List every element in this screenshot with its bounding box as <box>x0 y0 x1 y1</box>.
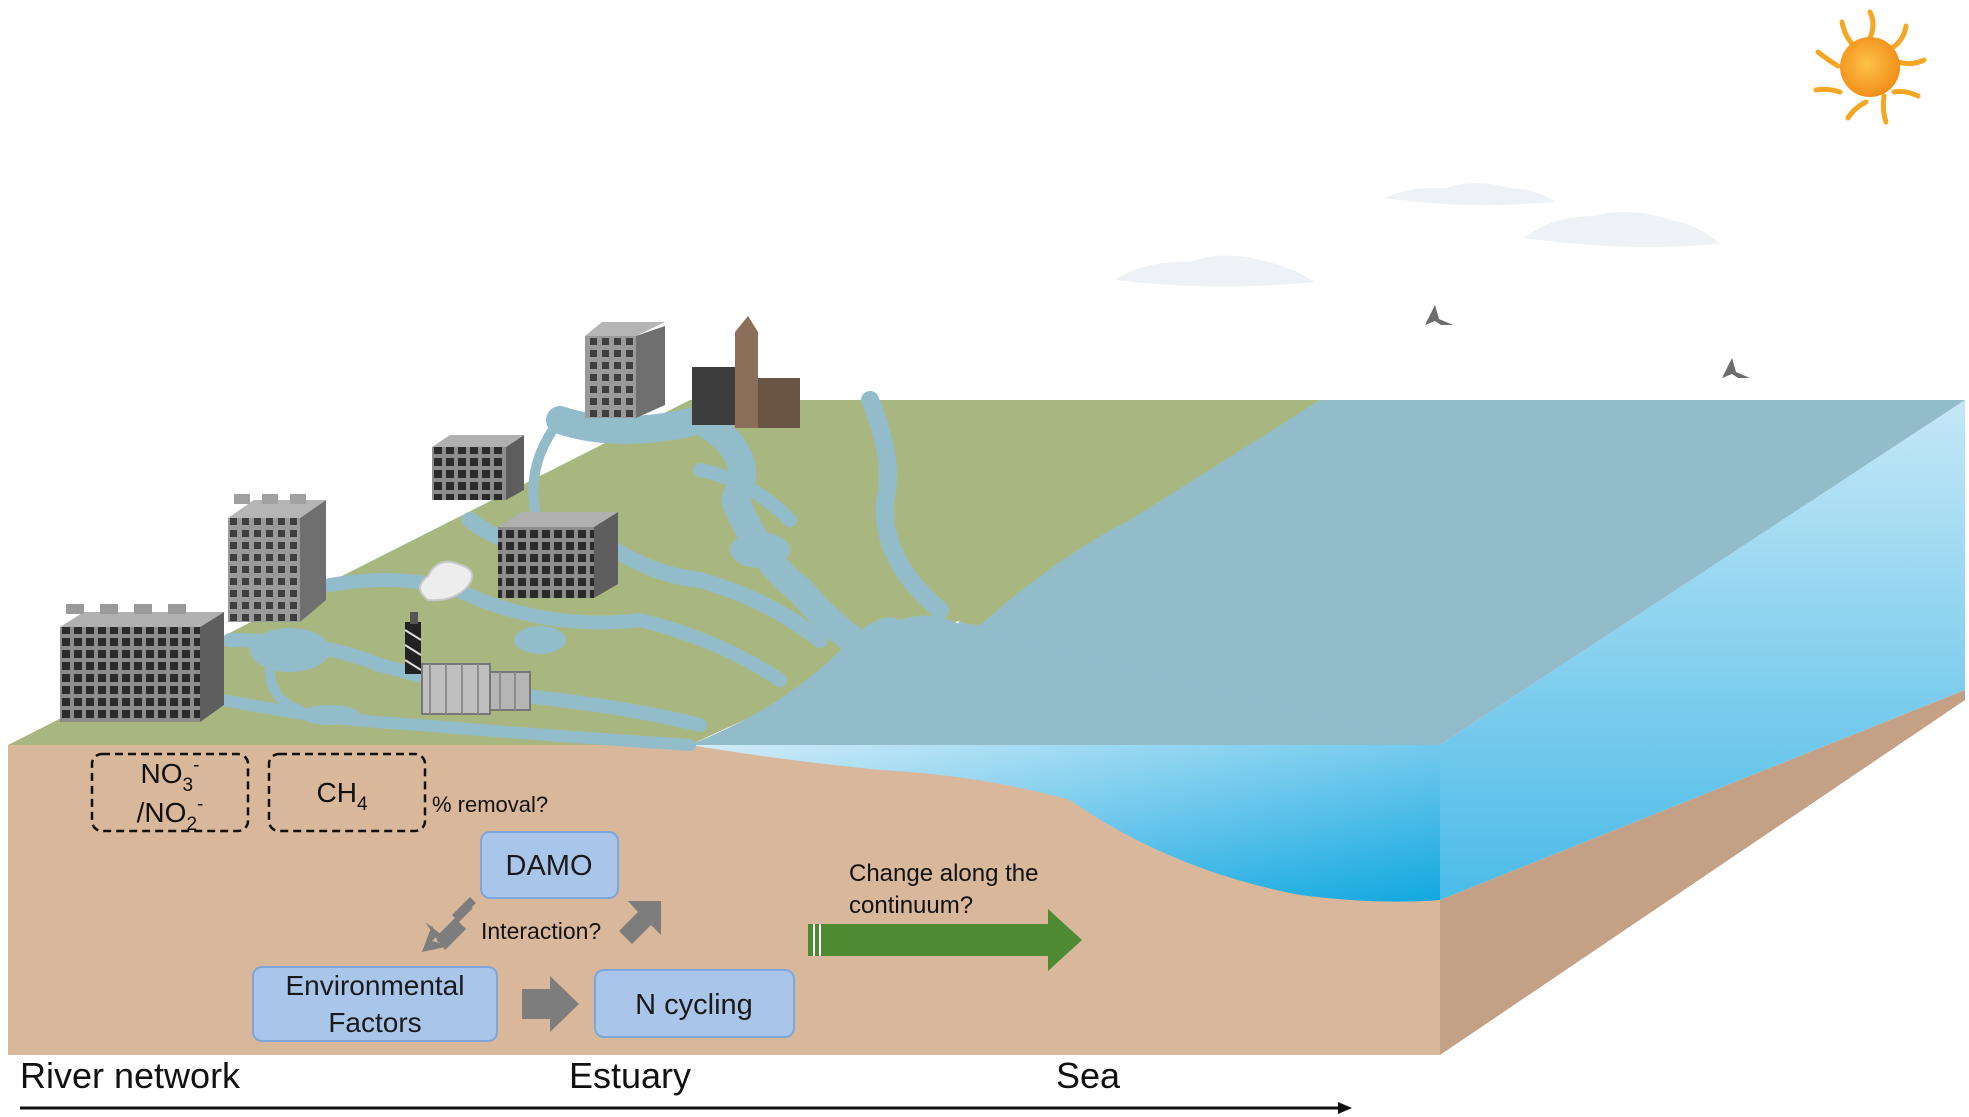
building-icon <box>692 316 800 428</box>
n-cycling-box: N cycling <box>594 969 795 1038</box>
ponds <box>250 532 790 725</box>
svg-text:CH4: CH4 <box>316 777 367 815</box>
change-question-line2: continuum? <box>849 892 973 919</box>
arrow-damo-to-env <box>422 906 473 952</box>
axis-label-estuary: Estuary <box>569 1055 691 1096</box>
axis-label-river-network: River network <box>20 1055 241 1096</box>
sea-side-face <box>1440 400 1965 900</box>
cloud-icon <box>1115 183 1720 287</box>
arrow-env-to-ncycling <box>522 976 579 1032</box>
nitrite-subscript: 2 <box>186 814 197 835</box>
estuary-mouth <box>690 617 1440 745</box>
environmental-factors-label-1: Environmental <box>286 970 465 1001</box>
removal-question: % removal? <box>432 792 548 817</box>
nitrate-nitrite-box: NO3- /NO2- <box>90 752 250 835</box>
continuum-axis <box>20 1102 1352 1114</box>
methane-box: CH4 <box>267 752 427 833</box>
nitrate-superscript: - <box>193 755 199 776</box>
environmental-factors-label-2: Factors <box>328 1007 421 1038</box>
sediment-side-face <box>1440 690 1965 1055</box>
building-icon <box>228 494 326 622</box>
continuum-change-arrow <box>808 909 1082 971</box>
environmental-factors-box: Environmental Factors <box>252 966 498 1042</box>
change-question-line1: Change along the <box>849 860 1039 887</box>
nitrite-label: /NO <box>137 797 187 828</box>
nitrate-subscript: 3 <box>183 775 194 796</box>
n-cycling-label: N cycling <box>635 989 753 1021</box>
land-spit <box>870 400 1320 625</box>
damo-label: DAMO <box>506 850 593 882</box>
methane-subscript: 4 <box>357 794 368 815</box>
sun-icon <box>1813 9 1927 125</box>
nitrate-label: NO <box>141 758 183 789</box>
damo-box: DAMO <box>480 831 619 899</box>
nitrite-superscript: - <box>197 794 203 815</box>
water-front-wedge <box>690 745 1440 902</box>
building-icon <box>498 512 618 598</box>
factory-icon <box>404 560 531 715</box>
building-icon <box>432 435 524 500</box>
svg-text:NO3-: NO3- <box>141 755 200 796</box>
building-icon <box>60 604 224 722</box>
bird-icon <box>1425 305 1750 378</box>
svg-text:/NO2-: /NO2- <box>137 794 204 835</box>
methane-label: CH <box>316 777 356 808</box>
arrow-ncycling-to-damo <box>619 901 661 944</box>
axis-label-sea: Sea <box>1056 1055 1121 1096</box>
building-icon <box>585 322 665 418</box>
interaction-question: Interaction? <box>481 918 601 944</box>
